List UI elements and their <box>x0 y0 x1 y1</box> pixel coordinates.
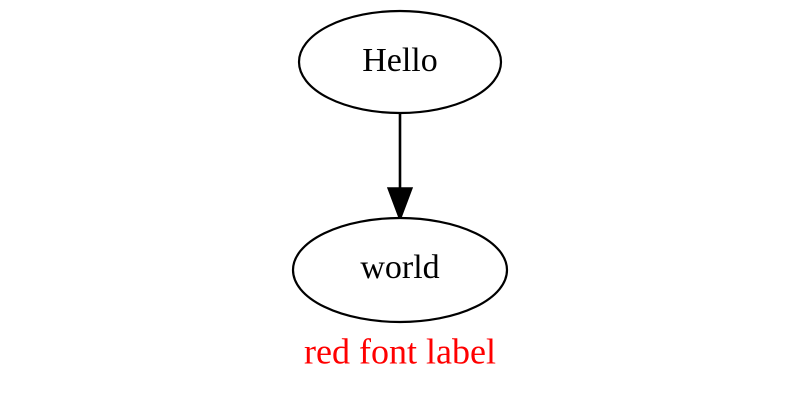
node-hello-ellipse <box>297 9 503 115</box>
graph-label: red font label <box>304 331 496 371</box>
node-world-label: world <box>360 249 439 286</box>
edge-arrowhead <box>386 187 414 223</box>
node-hello-label: Hello <box>362 42 438 79</box>
node-world-ellipse <box>291 216 509 324</box>
node-world: world <box>291 216 509 324</box>
edge-hello-to-world <box>386 114 414 223</box>
node-hello: Hello <box>297 9 503 115</box>
